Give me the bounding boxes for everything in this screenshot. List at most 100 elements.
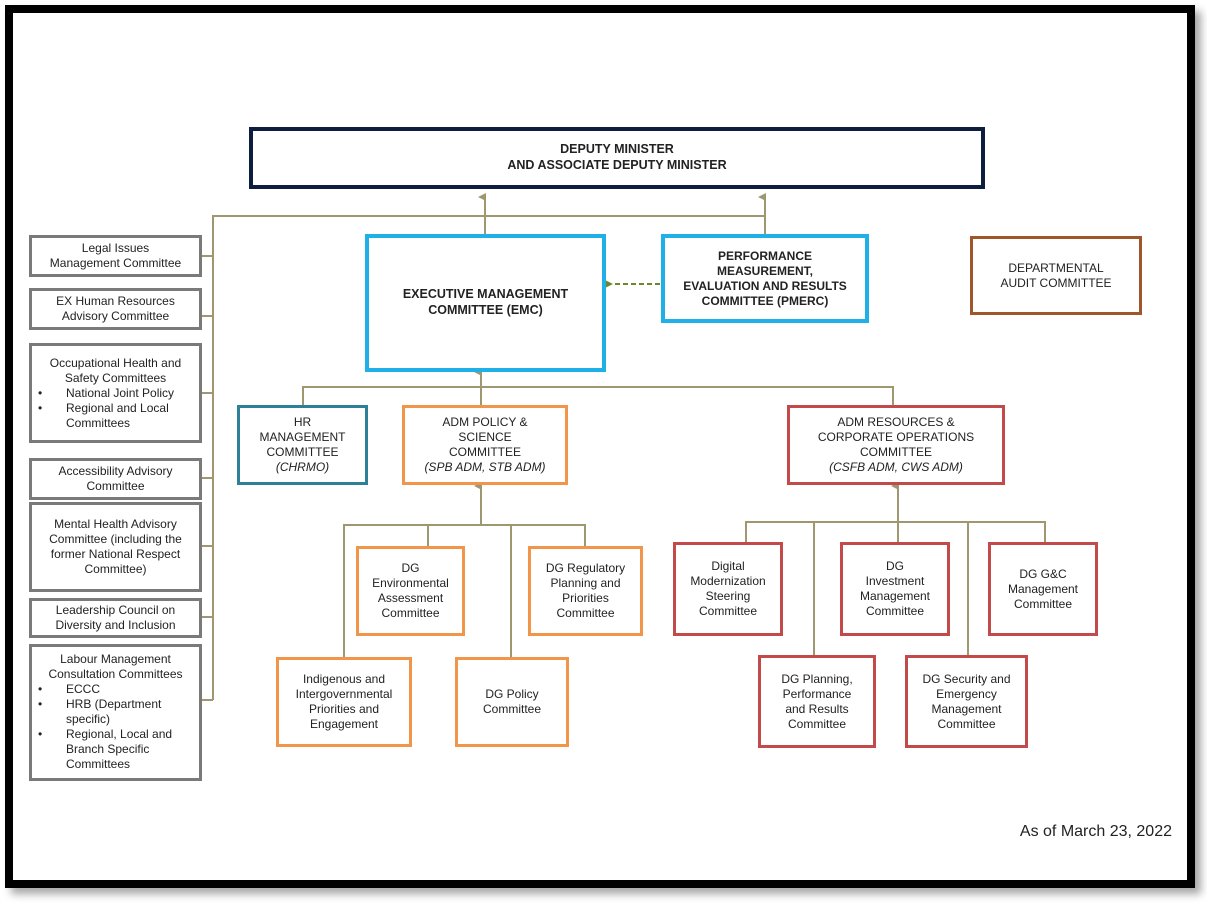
left-committee-accessibility[interactable]: Accessibility Advisory Committee xyxy=(29,458,202,500)
pmerc-box[interactable]: PERFORMANCE MEASUREMENT, EVALUATION AND … xyxy=(661,234,869,323)
committee-line: DG Security and xyxy=(922,671,1011,686)
committee-line: Planning and xyxy=(550,576,621,590)
pmerc-line: PERFORMANCE xyxy=(717,248,812,263)
committee-line: Investment xyxy=(865,574,925,588)
committee-line: DG Policy xyxy=(485,687,539,701)
committee-line: Safety Committees xyxy=(64,370,167,385)
left-committee-labour-management[interactable]: Labour Management Consultation Committee… xyxy=(29,644,202,781)
committee-line: Occupational Health and xyxy=(49,355,182,370)
committee-line: Management xyxy=(1007,581,1079,596)
committee-line: Intergovernmental xyxy=(295,687,393,701)
committee-line: Management xyxy=(931,701,1002,716)
committee-line: DG Regulatory xyxy=(545,561,626,575)
dg-regulatory-planning-box[interactable]: DG Regulatory Planning and Priorities Co… xyxy=(528,546,643,636)
committee-line: Accessibility Advisory xyxy=(58,464,173,478)
left-committee-ex-hr[interactable]: EX Human Resources Advisory Committee xyxy=(29,288,202,330)
hr-management-box[interactable]: HR MANAGEMENT COMMITTEE (CHRMO) xyxy=(237,405,368,485)
dm-line2: AND ASSOCIATE DEPUTY MINISTER xyxy=(507,158,727,172)
audit-line1: DEPARTMENTAL xyxy=(1008,260,1104,275)
committee-line: Digital xyxy=(711,559,745,573)
committee-line: Indigenous and xyxy=(302,672,386,686)
bullet-item: HRB (Department specific) xyxy=(32,697,199,727)
committee-line: Committee xyxy=(86,479,145,493)
committee-line: Engagement xyxy=(309,717,379,731)
committee-line: Management Committee xyxy=(49,256,182,270)
adm-resources-line: CORPORATE OPERATIONS xyxy=(817,430,975,444)
adm-resources-chair: (CSFB ADM, CWS ADM) xyxy=(829,460,963,474)
committee-line: Consultation Committees xyxy=(48,667,183,681)
left-committee-leadership-council[interactable]: Leadership Council on Diversity and Incl… xyxy=(29,598,202,638)
bullet-item: Regional, Local and Branch Specific Comm… xyxy=(32,727,199,772)
committee-line: DG xyxy=(401,561,420,575)
bullet-item: ECCC xyxy=(32,682,199,697)
committee-line: former National Respect xyxy=(50,547,181,561)
dm-line1: DEPUTY MINISTER xyxy=(560,142,674,157)
hr-line: HR xyxy=(293,415,312,429)
committee-line: Legal Issues xyxy=(81,241,150,255)
pmerc-line: MEASUREMENT, xyxy=(716,263,813,278)
committee-line: Committee xyxy=(865,604,924,618)
committee-line: Advisory Committee xyxy=(61,309,170,323)
committee-line: Committee xyxy=(787,716,846,731)
committee-line: Labour Management xyxy=(60,652,171,666)
committee-line: Committee (including the xyxy=(49,532,182,546)
committee-line: Environmental xyxy=(372,576,449,590)
committee-line: Performance xyxy=(782,686,852,701)
audit-line2: AUDIT COMMITTEE xyxy=(1000,275,1112,290)
hr-chair: (CHRMO) xyxy=(275,460,330,474)
dg-investment-management-box[interactable]: DG Investment Management Committee xyxy=(840,542,950,636)
committee-line: DG xyxy=(886,559,904,573)
connector-left-trunk xyxy=(212,215,765,700)
bullet-item: Regional and Local Committees xyxy=(32,401,199,431)
committee-line: EX Human Resources xyxy=(56,294,175,308)
committee-line: Diversity and Inclusion xyxy=(55,618,176,632)
committee-line: Leadership Council on xyxy=(55,603,176,617)
committee-line: Priorities and xyxy=(308,702,380,716)
dg-policy-box[interactable]: DG Policy Committee xyxy=(455,657,569,747)
adm-resources-line: ADM RESOURCES & xyxy=(837,415,955,429)
dg-environmental-assessment-box[interactable]: DG Environmental Assessment Committee xyxy=(356,546,465,636)
adm-policy-line: SCIENCE xyxy=(458,430,512,444)
left-committee-legal[interactable]: Legal Issues Management Committee xyxy=(29,235,202,277)
bullet-item: National Joint Policy xyxy=(32,386,199,401)
committee-line: Emergency xyxy=(936,686,997,701)
dg-security-emergency-box[interactable]: DG Security and Emergency Management Com… xyxy=(905,655,1028,748)
committee-line: and Results xyxy=(785,701,849,716)
hr-line: MANAGEMENT xyxy=(259,430,346,444)
committee-line: Mental Health Advisory xyxy=(54,517,177,531)
committee-line: Steering xyxy=(705,589,751,603)
dg-gc-management-box[interactable]: DG G&C Management Committee xyxy=(988,542,1098,636)
committee-line: Committee xyxy=(937,716,996,731)
emc-line1: EXECUTIVE MANAGEMENT xyxy=(402,287,569,302)
committee-line: Management xyxy=(859,589,931,603)
committee-line: Committee) xyxy=(84,562,147,576)
committee-bullets: ECCC HRB (Department specific) Regional,… xyxy=(32,682,199,772)
committee-bullets: National Joint Policy Regional and Local… xyxy=(32,386,199,431)
departmental-audit-box[interactable]: DEPARTMENTAL AUDIT COMMITTEE xyxy=(970,236,1142,315)
adm-policy-line: COMMITTEE xyxy=(449,445,521,459)
pmerc-line: EVALUATION AND RESULTS xyxy=(683,278,847,293)
dg-planning-performance-box[interactable]: DG Planning, Performance and Results Com… xyxy=(758,655,876,748)
committee-line: Committee xyxy=(556,606,615,620)
adm-policy-line: ADM POLICY & xyxy=(442,415,528,429)
emc-box[interactable]: EXECUTIVE MANAGEMENT COMMITTEE (EMC) xyxy=(365,234,606,372)
left-committee-mental-health[interactable]: Mental Health Advisory Committee (includ… xyxy=(29,502,202,592)
as-of-date: As of March 23, 2022 xyxy=(1019,823,1172,840)
indigenous-intergovernmental-box[interactable]: Indigenous and Intergovernmental Priorit… xyxy=(276,657,412,747)
digital-modernization-box[interactable]: Digital Modernization Steering Committee xyxy=(673,542,783,636)
committee-line: Committee xyxy=(1013,596,1072,611)
committee-line: Priorities xyxy=(562,591,609,605)
pmerc-line: COMMITTEE (PMERC) xyxy=(701,293,829,308)
emc-line2: COMMITTEE (EMC) xyxy=(428,303,543,317)
left-committee-ohs[interactable]: Occupational Health and Safety Committee… xyxy=(29,343,202,443)
hr-line: COMMITTEE xyxy=(266,445,339,459)
adm-resources-box[interactable]: ADM RESOURCES & CORPORATE OPERATIONS COM… xyxy=(787,405,1005,485)
adm-policy-chair: (SPB ADM, STB ADM) xyxy=(424,460,546,474)
committee-line: Committee xyxy=(698,604,757,618)
deputy-minister-box[interactable]: DEPUTY MINISTER AND ASSOCIATE DEPUTY MIN… xyxy=(249,127,985,189)
committee-line: DG G&C xyxy=(1019,566,1067,581)
committee-line: Assessment xyxy=(377,591,444,605)
adm-policy-science-box[interactable]: ADM POLICY & SCIENCE COMMITTEE (SPB ADM,… xyxy=(402,405,568,485)
committee-line: Committee xyxy=(381,606,440,620)
